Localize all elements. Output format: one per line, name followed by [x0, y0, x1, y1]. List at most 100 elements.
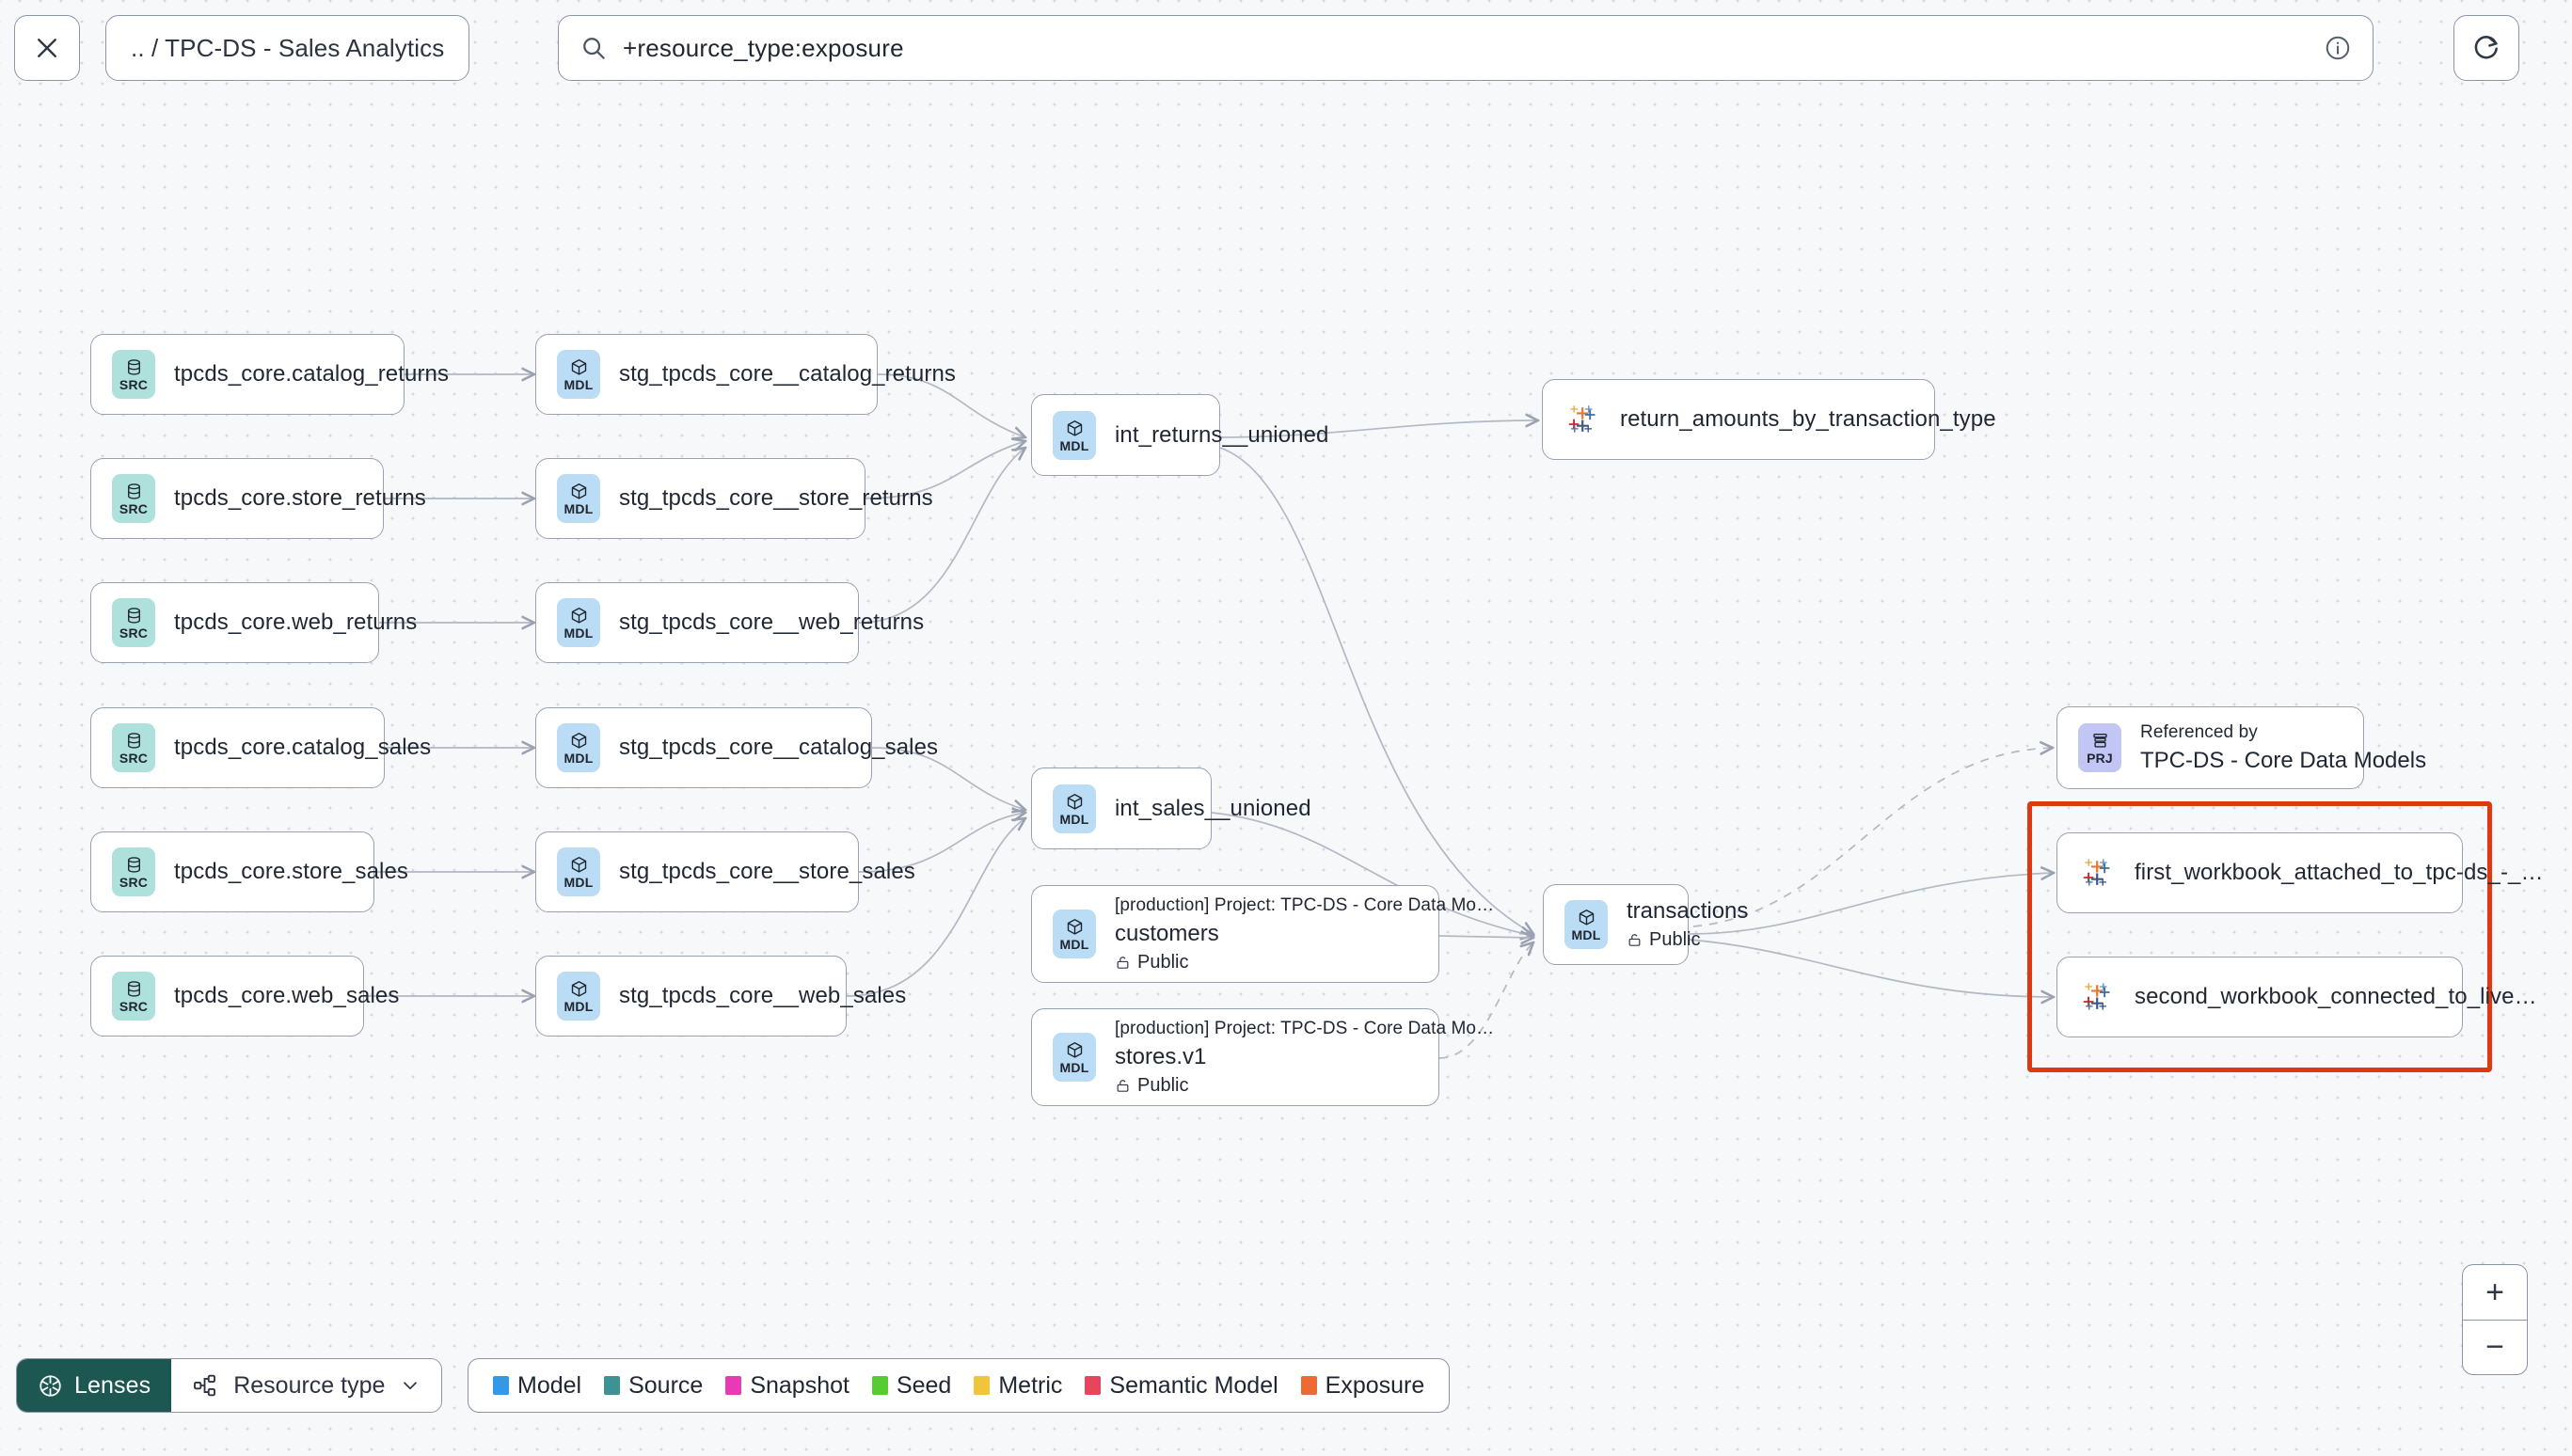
legend-item-model[interactable]: Model: [493, 1372, 581, 1400]
graph-node-stg-catalog-sales[interactable]: MDL stg_tpcds_core__catalog_sales: [535, 707, 938, 788]
node-visibility-label: Public: [1649, 929, 1701, 950]
graph-node-src-store-sales[interactable]: SRC tpcds_core.store_sales: [90, 831, 408, 912]
source-badge-label: SRC: [119, 625, 149, 641]
zoom-out-button[interactable]: −: [2485, 1329, 2504, 1366]
tableau-icon: [2083, 983, 2110, 1010]
graph-node-customers[interactable]: MDL [production] Project: TPC-DS - Core …: [1031, 885, 1494, 983]
lenses-label: Lenses: [74, 1371, 151, 1399]
refresh-icon: [2474, 36, 2498, 59]
model-badge: MDL: [1053, 1033, 1096, 1082]
graph-node-src-web-sales[interactable]: SRC tpcds_core.web_sales: [90, 956, 399, 1037]
database-icon: [127, 359, 140, 375]
node-label: customers: [1115, 920, 1219, 946]
breadcrumb[interactable]: .. / TPC-DS - Sales Analytics: [105, 15, 470, 81]
cube-icon: [571, 733, 586, 749]
resource-type-icon: [194, 1374, 216, 1397]
legend-item-semantic-model[interactable]: Semantic Model: [1085, 1372, 1278, 1400]
node-text-stack: [production] Project: TPC-DS - Core Data…: [1115, 895, 1494, 973]
graph-node-src-store-returns[interactable]: SRC tpcds_core.store_returns: [90, 458, 426, 539]
refresh-button[interactable]: [2453, 15, 2519, 81]
graph-node-transactions[interactable]: MDL transactions Public: [1543, 884, 1748, 965]
node-reference-label: Referenced by: [2140, 721, 2258, 742]
node-label: tpcds_core.catalog_sales: [174, 735, 432, 760]
zoom-in-button[interactable]: +: [2463, 1265, 2527, 1321]
legend-item-seed[interactable]: Seed: [871, 1372, 951, 1400]
source-badge: SRC: [112, 972, 155, 1021]
close-icon: [38, 39, 56, 57]
legend-swatch: [493, 1376, 509, 1395]
graph-node-project-reference[interactable]: PRJ Referenced by TPC-DS - Core Data Mod…: [2056, 706, 2426, 789]
cube-icon: [571, 981, 586, 997]
cube-icon: [571, 608, 586, 624]
model-badge-label: MDL: [564, 999, 594, 1014]
node-visibility: Public: [1115, 1075, 1494, 1097]
model-badge-label: MDL: [1059, 811, 1089, 827]
graph-node-stores[interactable]: MDL [production] Project: TPC-DS - Core …: [1031, 1008, 1494, 1106]
source-badge: SRC: [112, 350, 155, 399]
node-label: tpcds_core.store_sales: [174, 859, 408, 884]
model-badge: MDL: [557, 723, 600, 772]
graph-node-second-workbook[interactable]: second_workbook_connected_to_live…: [2056, 957, 2537, 1037]
search-bar[interactable]: +resource_type:exposure: [558, 15, 2374, 81]
node-label: TPC-DS - Core Data Models: [2140, 747, 2427, 773]
unlock-icon: [1117, 1079, 1129, 1092]
model-badge-label: MDL: [564, 377, 594, 392]
legend-item-source[interactable]: Source: [604, 1372, 703, 1400]
model-badge-label: MDL: [564, 875, 594, 890]
node-label: stores.v1: [1115, 1043, 1207, 1069]
legend-swatch: [974, 1376, 991, 1395]
unlock-icon: [1117, 956, 1129, 969]
source-badge: SRC: [112, 598, 155, 647]
node-label: int_sales__unioned: [1115, 795, 1311, 821]
graph-node-stg-store-sales[interactable]: MDL stg_tpcds_core__store_sales: [535, 831, 915, 912]
graph-node-stg-store-returns[interactable]: MDL stg_tpcds_core__store_returns: [535, 458, 933, 539]
model-badge-label: MDL: [1571, 927, 1601, 942]
source-badge: SRC: [112, 474, 155, 523]
node-text-stack: transactions Public: [1627, 898, 1748, 951]
source-badge-label: SRC: [119, 377, 149, 392]
graph-node-first-workbook[interactable]: first_workbook_attached_to_tpc-ds_-_…: [2056, 832, 2544, 913]
node-label: stg_tpcds_core__store_sales: [619, 859, 915, 884]
graph-node-src-catalog-sales[interactable]: SRC tpcds_core.catalog_sales: [90, 707, 431, 788]
graph-node-int-returns-unioned[interactable]: MDL int_returns__unioned: [1031, 394, 1328, 476]
resource-type-dropdown[interactable]: Resource type: [171, 1359, 442, 1412]
chevron-down-icon: [404, 1382, 418, 1390]
node-label: first_workbook_attached_to_tpc-ds_-_…: [2135, 860, 2544, 885]
cube-icon: [571, 359, 586, 375]
lenses-button[interactable]: Lenses: [17, 1359, 172, 1412]
graph-node-stg-catalog-returns[interactable]: MDL stg_tpcds_core__catalog_returns: [535, 334, 956, 415]
resource-type-legend: Model Source Snapshot Seed Metric Semant…: [468, 1358, 1451, 1413]
graph-node-src-web-returns[interactable]: SRC tpcds_core.web_returns: [90, 582, 417, 663]
close-button[interactable]: [14, 15, 80, 81]
node-label: int_returns__unioned: [1115, 421, 1329, 448]
legend-item-snapshot[interactable]: Snapshot: [725, 1372, 849, 1400]
legend-swatch: [725, 1376, 742, 1395]
legend-label: Semantic Model: [1109, 1371, 1278, 1399]
info-icon[interactable]: [2324, 34, 2352, 62]
graph-node-return-amounts[interactable]: return_amounts_by_transaction_type: [1542, 379, 1996, 460]
node-visibility-label: Public: [1137, 1074, 1189, 1096]
node-label: stg_tpcds_core__web_sales: [619, 983, 907, 1008]
cube-icon: [571, 857, 586, 873]
search-input[interactable]: +resource_type:exposure: [623, 33, 904, 62]
source-badge: SRC: [112, 723, 155, 772]
node-visibility: Public: [1115, 952, 1494, 973]
legend-item-exposure[interactable]: Exposure: [1300, 1371, 1425, 1400]
legend-label: Exposure: [1325, 1371, 1425, 1399]
legend-item-metric[interactable]: Metric: [974, 1372, 1062, 1400]
graph-node-stg-web-returns[interactable]: MDL stg_tpcds_core__web_returns: [535, 582, 924, 663]
model-badge-label: MDL: [564, 501, 594, 516]
graph-node-src-catalog-returns[interactable]: SRC tpcds_core.catalog_returns: [90, 334, 449, 415]
model-badge: MDL: [557, 598, 600, 647]
node-label: stg_tpcds_core__catalog_returns: [619, 361, 956, 387]
model-badge: MDL: [1564, 900, 1608, 949]
node-label: tpcds_core.catalog_returns: [174, 361, 450, 387]
source-badge-label: SRC: [119, 751, 149, 766]
node-label: second_workbook_connected_to_live…: [2135, 984, 2537, 1009]
node-project-label: [production] Project: TPC-DS - Core Data…: [1115, 1018, 1495, 1038]
graph-node-int-sales-unioned[interactable]: MDL int_sales__unioned: [1031, 768, 1311, 849]
graph-node-stg-web-sales[interactable]: MDL stg_tpcds_core__web_sales: [535, 956, 906, 1037]
model-badge: MDL: [557, 847, 600, 896]
